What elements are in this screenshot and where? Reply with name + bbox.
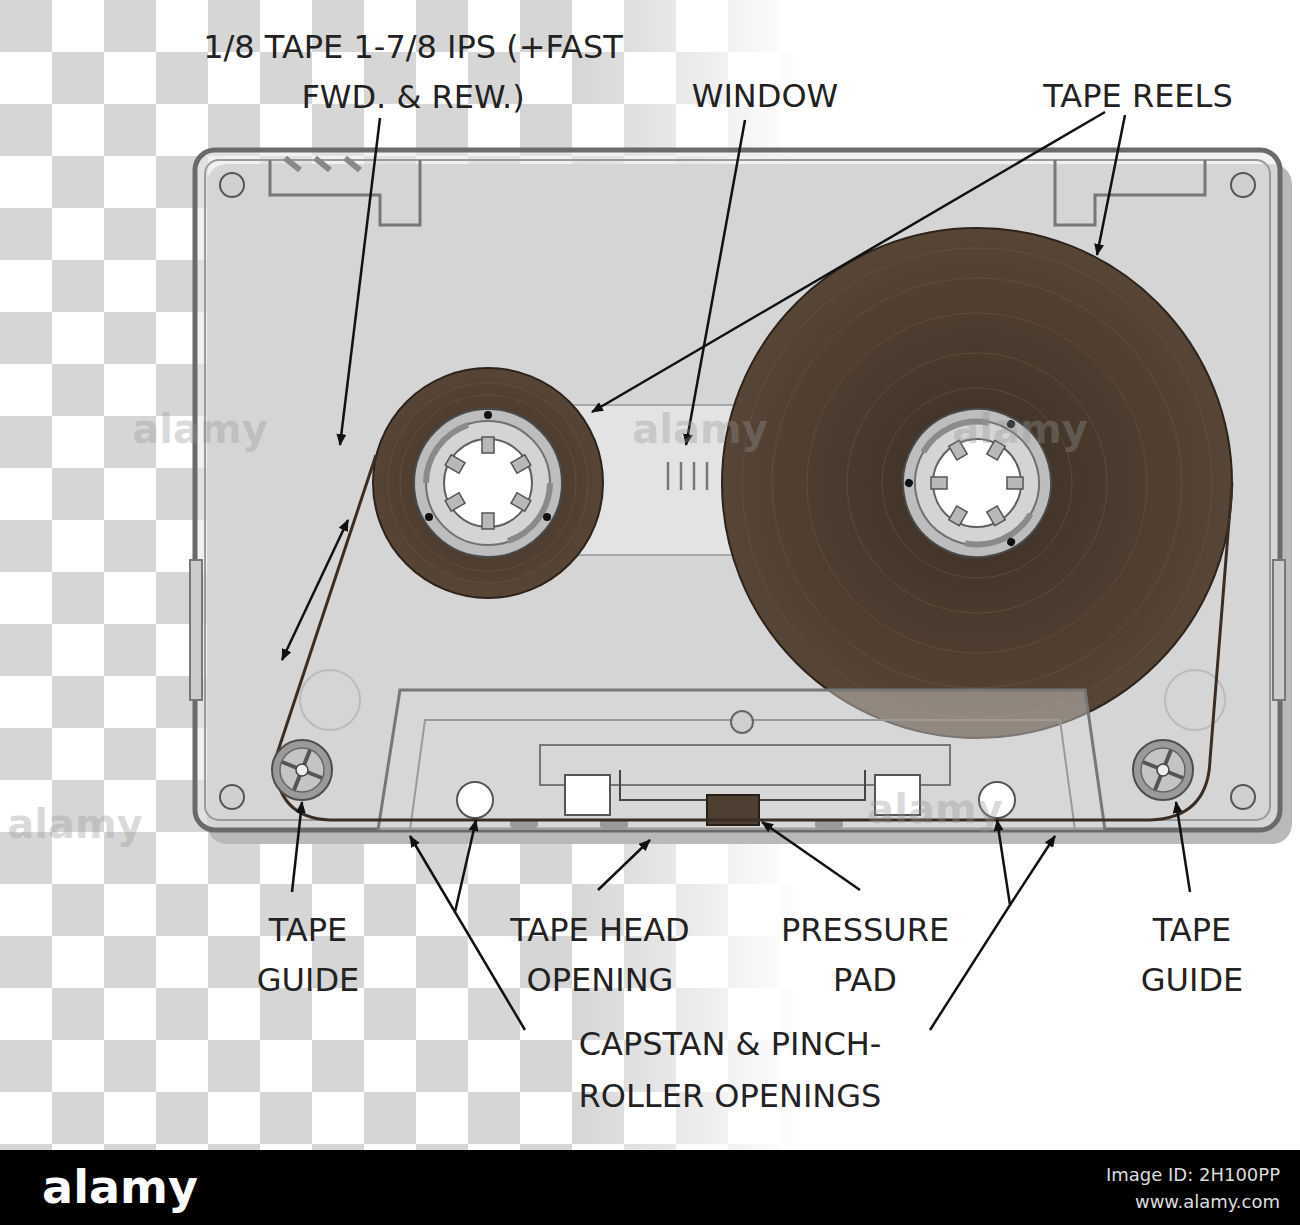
part-label: TAPE REELS xyxy=(1003,72,1273,120)
part-label: TAPE GUIDE xyxy=(233,905,383,1005)
watermark: alamy xyxy=(5,800,145,848)
part-label: TAPE GUIDE xyxy=(1117,905,1267,1005)
watermark-logo: alamy xyxy=(10,1160,230,1214)
part-label: PRESSURE PAD xyxy=(760,905,970,1005)
watermark: alamy xyxy=(855,785,1015,833)
part-label: WINDOW xyxy=(665,72,865,120)
watermark: alamy xyxy=(120,405,280,453)
watermark-url: www.alamy.com xyxy=(1000,1190,1280,1214)
watermark: alamy xyxy=(940,405,1100,453)
watermark: alamy xyxy=(620,405,780,453)
tape-spec-label: 1/8 TAPE 1-7/8 IPS (+FAST FWD. & REW.) xyxy=(193,22,633,122)
part-label: CAPSTAN & PINCH- ROLLER OPENINGS xyxy=(525,1018,935,1122)
part-label: TAPE HEAD OPENING xyxy=(480,905,720,1005)
image-id: Image ID: 2H100PP xyxy=(1000,1163,1280,1187)
